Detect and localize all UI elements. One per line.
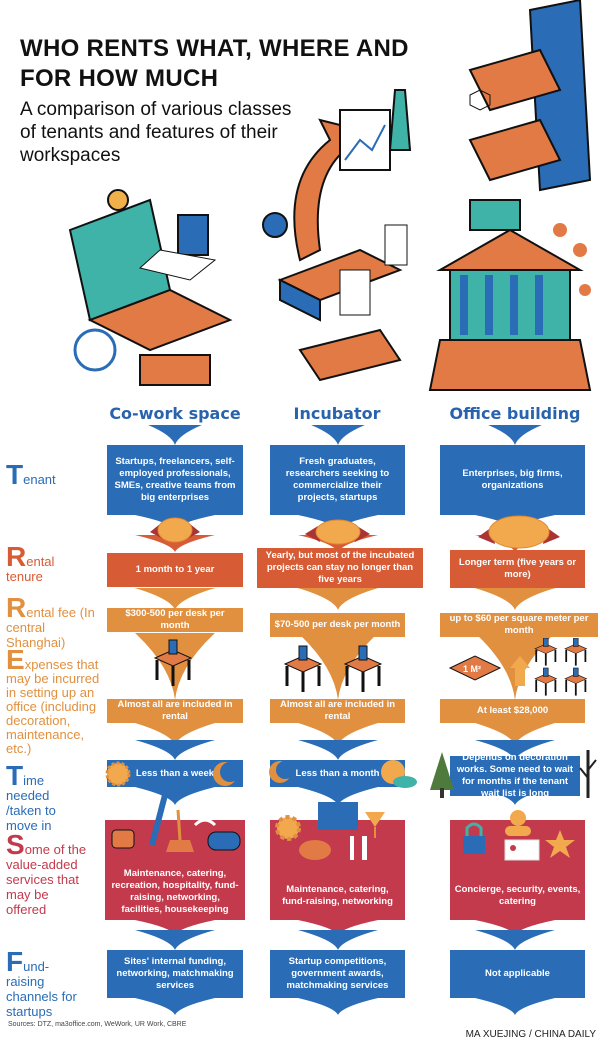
connector-shape <box>475 723 555 745</box>
credit-line: MA XUEJING / CHINA DAILY <box>465 1029 596 1040</box>
connector-shape <box>298 740 378 760</box>
service-icons <box>111 794 575 861</box>
page-header: WHO RENTS WHAT, WHERE AND FOR HOW MUCH A… <box>20 34 460 167</box>
connector-shape <box>298 920 378 935</box>
gamepad-icon <box>207 831 241 851</box>
sun-cloud-icon <box>381 760 417 788</box>
connector-shape <box>135 998 215 1015</box>
row-label-funding: Fund-raising channels for startups <box>6 946 77 1020</box>
desk-icon <box>534 638 558 667</box>
connector-shape <box>298 723 378 745</box>
sun-icon <box>105 761 131 787</box>
connector-shape <box>475 588 555 610</box>
tenure-cowork: 1 month to 1 year <box>107 553 243 587</box>
connector-shape <box>475 998 555 1015</box>
desk-icon <box>153 638 193 688</box>
connector-shape <box>298 998 378 1015</box>
pencil-icon <box>149 794 168 846</box>
cocktail-icon <box>365 812 385 838</box>
connector-shapes <box>135 425 555 1015</box>
tenant-incubator: Fresh graduates, researchers seeking to … <box>270 445 405 515</box>
column-header-incubator: Incubator <box>293 404 381 423</box>
time-office: Depends on decoration works. Some need t… <box>450 752 580 799</box>
expenses-incubator: Almost all are included in rental <box>270 699 405 723</box>
desk-icon <box>564 667 588 697</box>
desk-icon <box>343 644 383 694</box>
moon-icon <box>213 762 240 786</box>
header-illustration <box>68 0 592 391</box>
gear-icon <box>275 815 301 841</box>
tenant-cowork: Startups, freelancers, self-employed pro… <box>107 445 243 515</box>
connector-shape <box>475 930 555 950</box>
connector-shape <box>298 588 378 610</box>
sources-note: Sources: DTZ, ma3office.com, WeWork, UR … <box>8 1021 187 1028</box>
tenure-incubator: Yearly, but most of the incubated projec… <box>257 548 423 588</box>
connector-shape <box>135 535 215 552</box>
row-label-expenses: Expenses that may be incurred in setting… <box>6 644 100 756</box>
row-label-fee: Rental fee (In central Shanghai) <box>6 592 95 651</box>
cowork-illustration-icon <box>68 189 233 386</box>
tree-icon <box>430 752 454 798</box>
bare-tree-icon <box>579 750 597 798</box>
broom-icon <box>166 809 194 852</box>
time-icons <box>105 750 597 798</box>
medal-icon <box>305 519 370 545</box>
page-title: WHO RENTS WHAT, WHERE AND FOR HOW MUCH <box>20 35 409 92</box>
fee-cowork: $300-500 per desk per month <box>107 608 243 632</box>
lock-icon <box>463 822 485 854</box>
connector-shape <box>135 787 215 805</box>
connector-shape <box>298 930 378 950</box>
connector-shape <box>311 425 365 445</box>
fork-knife-icon <box>350 836 367 860</box>
connector-shape <box>298 633 378 700</box>
piggy-bank-icon <box>299 840 331 860</box>
wifi-icon <box>193 818 217 827</box>
connector-shape <box>135 740 215 760</box>
office-building-illustration-icon <box>428 0 592 391</box>
star-icon <box>545 830 575 858</box>
tenant-office: Enterprises, big firms, organizations <box>440 445 585 515</box>
square-meter-label: 1 M² <box>463 664 481 674</box>
connector-shape <box>135 930 215 950</box>
row-label-tenure: Rental tenure <box>6 541 55 585</box>
column-header-cowork: Co-work space <box>109 404 241 423</box>
connector-shape <box>135 588 215 610</box>
connector-shape <box>135 920 215 935</box>
row-label-services: Some of the value-added services that ma… <box>6 829 87 918</box>
desk-icon <box>283 644 323 694</box>
expenses-office: At least $28,000 <box>440 699 585 723</box>
incubator-illustration-icon <box>262 89 412 382</box>
funding-office: Not applicable <box>450 950 585 998</box>
id-card-icon <box>504 839 540 861</box>
desk-icon <box>534 667 558 697</box>
medal-icon <box>478 515 560 549</box>
column-header-office: Office building <box>449 404 581 423</box>
arrow-up-icon <box>510 656 530 686</box>
connector-shape <box>148 425 202 445</box>
expenses-cowork: Almost all are included in rental <box>107 699 243 723</box>
medal-icons <box>150 515 560 549</box>
desk-icons: 1 M² <box>153 638 588 697</box>
inbox-icon <box>318 802 358 830</box>
fee-office: up to $60 per square meter per month <box>440 613 598 637</box>
connector-shape <box>475 920 555 935</box>
page-subtitle: A comparison of various classes of tenan… <box>20 99 292 166</box>
row-label-time: Time needed /taken to move in <box>6 760 56 834</box>
cup-icon <box>111 829 135 849</box>
tenure-office: Longer term (five years or more) <box>450 550 585 588</box>
connector-shape <box>298 787 378 805</box>
moon-icon <box>269 761 294 783</box>
connector-shape <box>135 633 215 700</box>
desk-icon <box>564 638 588 667</box>
square-meter-icon: 1 M² <box>448 655 502 681</box>
row-label-tenant: Tenant <box>6 459 56 490</box>
funding-incubator: Startup competitions, government awards,… <box>270 950 405 998</box>
funding-cowork: Sites' internal funding, networking, mat… <box>107 950 243 998</box>
connector-shape <box>488 425 542 445</box>
people-icon <box>505 810 531 836</box>
connector-shape <box>135 723 215 745</box>
connector-shape <box>475 740 555 760</box>
medal-icon <box>150 517 200 543</box>
fee-incubator: $70-500 per desk per month <box>270 613 405 637</box>
